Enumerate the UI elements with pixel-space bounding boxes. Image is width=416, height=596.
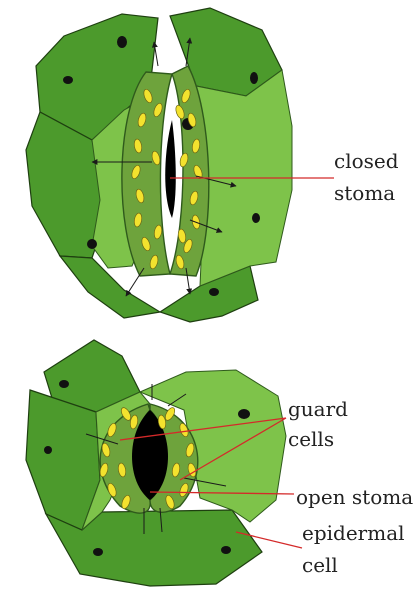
closed-stoma-label-line1: closed [334,148,399,175]
open-stoma-label: open stoma [296,484,413,511]
closed-stoma-pore [165,120,176,218]
nucleus [250,72,258,84]
nucleus [44,446,52,454]
closed-stoma-label-line2: stoma [334,180,395,207]
nucleus [59,380,69,388]
nucleus [63,76,73,84]
nucleus [93,548,103,556]
force-arrow [126,268,144,296]
nucleus [117,36,127,48]
force-arrow [154,42,158,66]
closed-stoma-figure [26,8,292,322]
epidermal-cell-label-line1: epidermal [302,520,405,547]
nucleus [87,239,97,249]
open-stoma-figure [26,340,286,586]
nucleus [209,288,219,296]
epidermal-cell-label-line2: cell [302,552,338,579]
nucleus [252,213,260,223]
nucleus [238,409,250,419]
epidermal-cell-open-left [26,390,100,530]
guard-cells-label-line1: guard [288,396,348,423]
nucleus [221,546,231,554]
guard-cells-label-line2: cells [288,426,334,453]
